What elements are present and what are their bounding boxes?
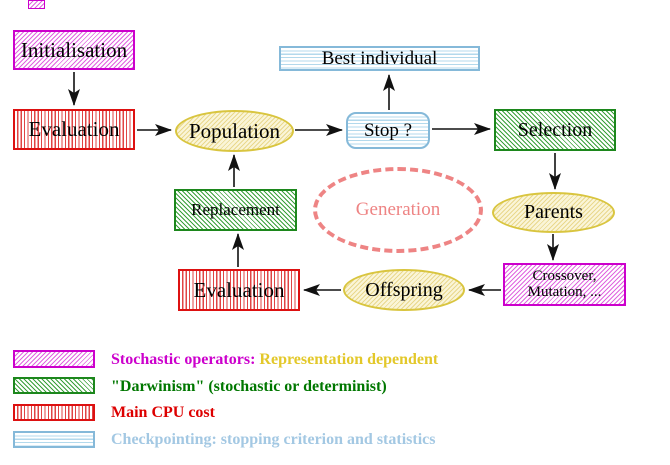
- node-initialisation: Initialisation: [13, 30, 135, 70]
- legend-label-main-cpu-cost: Main CPU cost: [111, 404, 215, 421]
- legend-swatch-checkpointing: [13, 431, 95, 448]
- node-crossover-label-line2: Mutation, ...: [527, 283, 602, 300]
- legend-swatch-darwinism: [13, 377, 95, 394]
- legend-label-stochastic-operators: Stochastic operators: Representation dep…: [111, 351, 438, 369]
- node-population-label: Population: [188, 118, 280, 143]
- legend-label-checkpointing: Checkpointing: stopping criterion and st…: [111, 431, 436, 448]
- node-crossover-mutation: Crossover, Mutation, ...: [503, 263, 626, 306]
- node-stop: Stop ?: [346, 112, 430, 149]
- node-parents-label: Parents: [524, 201, 583, 223]
- node-initialisation-label: Initialisation: [20, 37, 128, 62]
- node-parents: Parents: [492, 192, 615, 233]
- node-replacement-label: Replacement: [191, 200, 280, 220]
- node-best-individual-label: Best individual: [321, 47, 438, 69]
- legend-label-stochastic-operators-text: Stochastic operators:: [111, 351, 256, 368]
- node-population: Population: [175, 110, 294, 152]
- node-generation-label: Generation: [355, 199, 441, 221]
- node-evaluation-top: Evaluation: [13, 109, 135, 150]
- node-offspring: Offspring: [343, 269, 465, 311]
- legend-label-representation-dependent: Representation dependent: [259, 351, 439, 368]
- node-offspring-label: Offspring: [365, 278, 443, 301]
- node-crossover-label-line1: Crossover,: [532, 267, 597, 284]
- node-best-individual: Best individual: [279, 46, 480, 71]
- node-replacement: Replacement: [174, 189, 297, 231]
- node-generation: Generation: [313, 167, 483, 253]
- node-evaluation-bottom: Evaluation: [178, 269, 300, 311]
- cropped-magenta-fragment: [28, 0, 45, 9]
- node-stop-label: Stop ?: [363, 119, 413, 141]
- node-evaluation-bottom-label: Evaluation: [193, 277, 285, 302]
- node-selection: Selection: [494, 109, 616, 151]
- legend-swatch-stochastic-operators: [13, 350, 95, 368]
- node-evaluation-top-label: Evaluation: [28, 117, 120, 142]
- node-selection-label: Selection: [517, 118, 593, 141]
- legend-swatch-main-cpu-cost: [13, 404, 95, 421]
- legend-label-darwinism: "Darwinism" (stochastic or determinist): [111, 378, 387, 395]
